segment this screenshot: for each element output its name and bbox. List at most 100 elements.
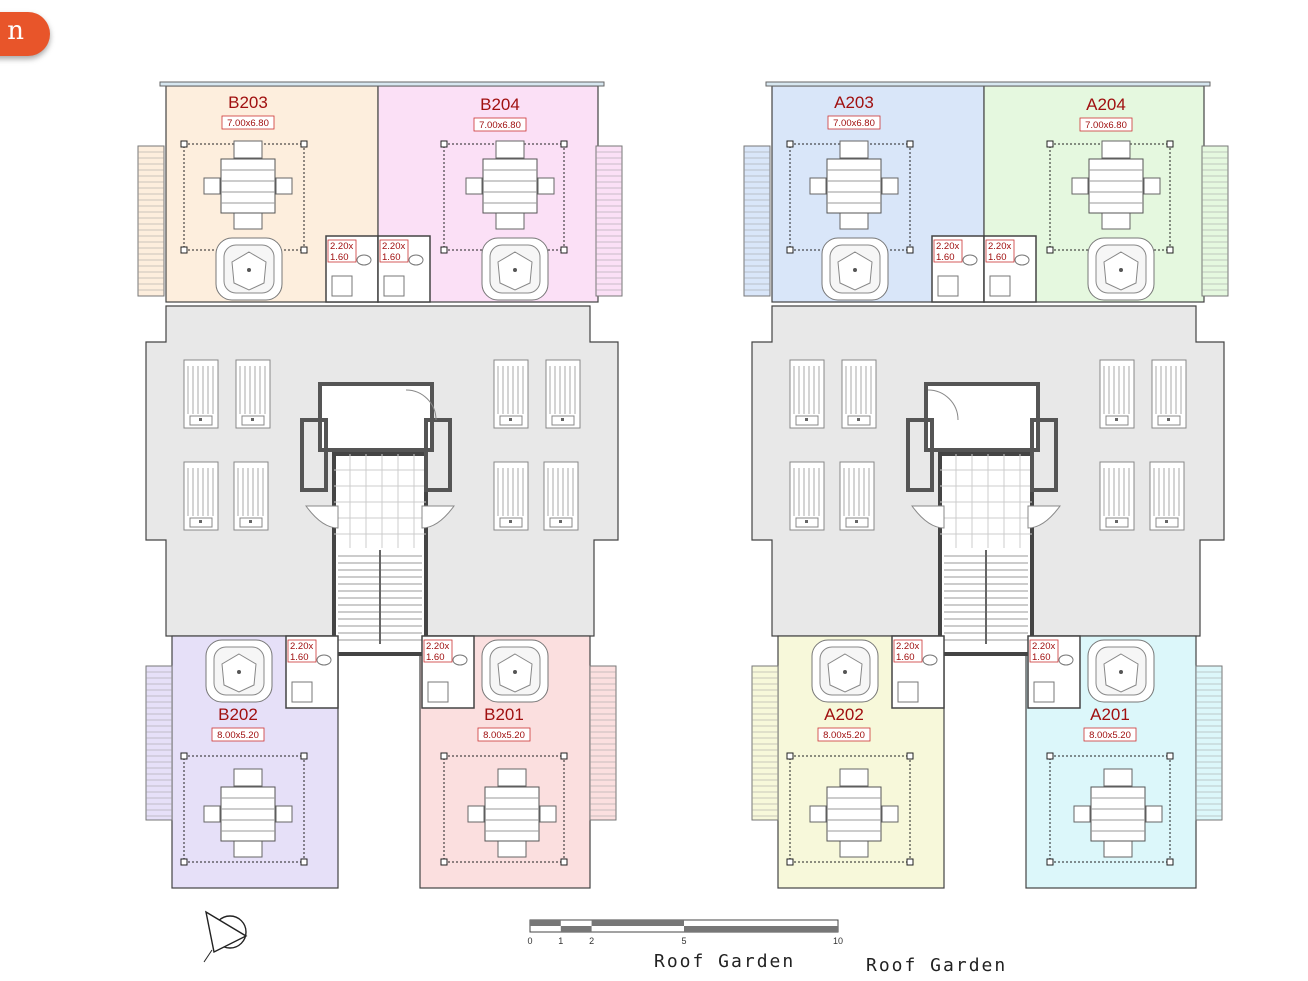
bath-size-w: 2.20x <box>330 241 353 252</box>
building-b-deck-chair-5 <box>493 359 529 429</box>
furniture-zone <box>183 755 305 863</box>
bath-size-w: 2.20x <box>382 241 405 252</box>
building-b-label-B201-name: B201 <box>484 705 524 724</box>
building-b-jacuzzi-B201 <box>481 639 549 703</box>
zone-corner <box>560 140 568 148</box>
building-b-label-B202-name: B202 <box>218 705 258 724</box>
zone-corner <box>1046 140 1054 148</box>
building-a-shaft-right <box>1030 418 1058 492</box>
roof-garden-label-1: Roof Garden <box>654 951 796 972</box>
building-b-deck-chair-4 <box>233 461 269 531</box>
zone-corner <box>180 246 188 254</box>
building-a-deck-chair-6 <box>1151 359 1187 429</box>
zone-corner <box>1166 246 1174 254</box>
bath-size-w: 2.20x <box>1032 641 1055 652</box>
building-b-table-B201 <box>467 768 557 858</box>
zone-corner <box>906 858 914 866</box>
building-b-table-B203 <box>203 140 293 230</box>
zone-corner <box>786 752 794 760</box>
building-a-deck-chair-2 <box>841 359 877 429</box>
building-a-deck-chair-3 <box>789 461 825 531</box>
building-b-table-B202 <box>203 768 293 858</box>
building-a-label-A201-name: A201 <box>1090 705 1130 724</box>
building-b-table-B204 <box>465 140 555 230</box>
scale-tick-label: 2 <box>589 936 594 946</box>
building-b-label-B201-size-box <box>477 727 531 742</box>
zone-corner <box>1046 246 1054 254</box>
building-a-label-A204-size-box <box>1079 117 1133 132</box>
building-b-label-B203-size: 7.00x6.80 <box>227 118 269 129</box>
building-b-label-B204-size: 7.00x6.80 <box>479 120 521 131</box>
building-b-label-B203-name: B203 <box>228 93 268 112</box>
zone-corner <box>560 752 568 760</box>
bath-size-h: 1.60 <box>896 652 915 663</box>
door-swing <box>1027 505 1061 529</box>
zone-corner <box>560 858 568 866</box>
zone-corner <box>786 246 794 254</box>
brand-badge: n <box>0 12 50 56</box>
scale-tick-label: 1 <box>558 936 563 946</box>
zone-corner <box>906 140 914 148</box>
building-b-bathroom-B203 <box>325 235 379 303</box>
building-b-deck-chair-7 <box>493 461 529 531</box>
building-b-label-B204-name: B204 <box>480 95 520 114</box>
building-a-jacuzzi-A202 <box>811 639 879 703</box>
building-b-jacuzzi-B203 <box>215 237 283 301</box>
bath-size-w: 2.20x <box>896 641 919 652</box>
zone-corner <box>300 858 308 866</box>
building-b-lift-room <box>318 382 434 452</box>
zone-corner <box>1166 140 1174 148</box>
building-a-label-A201-size-box <box>1083 727 1137 742</box>
building-a-label-A204-size: 7.00x6.80 <box>1085 120 1127 131</box>
building-b-label-B203-size-box <box>221 115 275 130</box>
zone-corner <box>440 752 448 760</box>
building-a-bathroom-A202 <box>891 635 945 709</box>
scale-tick-label: 10 <box>833 936 843 946</box>
zone-corner <box>1046 858 1054 866</box>
scale-segment <box>560 926 592 932</box>
balcony-steps <box>743 145 771 297</box>
scale-tick-label: 0 <box>527 936 532 946</box>
balcony-steps <box>595 145 623 297</box>
balcony-steps <box>137 145 165 297</box>
bath-size-w: 2.20x <box>988 241 1011 252</box>
furniture-zone <box>789 755 911 863</box>
building-b-shaft-right <box>424 418 452 492</box>
north-arrow <box>203 910 248 963</box>
building-a-jacuzzi-A203 <box>821 237 889 301</box>
roof-garden-label-2: Roof Garden <box>866 955 1008 976</box>
zone-corner <box>786 858 794 866</box>
zone-corner <box>906 246 914 254</box>
scale-tick-label: 5 <box>681 936 686 946</box>
balcony-steps <box>145 665 173 821</box>
building-a-label-A203-size-box <box>827 115 881 130</box>
bath-size-h: 1.60 <box>1032 652 1051 663</box>
building-a-label-A204-name: A204 <box>1086 95 1126 114</box>
bath-size-h: 1.60 <box>988 252 1007 263</box>
zone-corner <box>560 246 568 254</box>
zone-corner <box>1166 858 1174 866</box>
bath-size-h: 1.60 <box>936 252 955 263</box>
zone-corner <box>180 140 188 148</box>
bath-size-w: 2.20x <box>936 241 959 252</box>
building-a-jacuzzi-A201 <box>1087 639 1155 703</box>
building-a-label-A203-name: A203 <box>834 93 874 112</box>
balcony-steps <box>1201 145 1229 297</box>
bath-size-h: 1.60 <box>290 652 309 663</box>
building-a-label-A202-name: A202 <box>824 705 864 724</box>
building-b-label-B204-size-box <box>473 117 527 132</box>
bath-size-h: 1.60 <box>426 652 445 663</box>
building-b-label-B202-size: 8.00x5.20 <box>217 730 259 741</box>
zone-corner <box>300 752 308 760</box>
building-b-bathroom-B201 <box>421 635 475 709</box>
building-a-deck-chair-7 <box>1099 461 1135 531</box>
furniture-zone <box>1049 755 1171 863</box>
bath-size-h: 1.60 <box>382 252 401 263</box>
building-b-deck-chair-2 <box>235 359 271 429</box>
building-a-table-A203 <box>809 140 899 230</box>
zone-corner <box>440 858 448 866</box>
building-a-bathroom-A204 <box>983 235 1037 303</box>
zone-corner <box>300 246 308 254</box>
building-a-deck-chair-5 <box>1099 359 1135 429</box>
building-b-shaft-left <box>300 418 328 492</box>
